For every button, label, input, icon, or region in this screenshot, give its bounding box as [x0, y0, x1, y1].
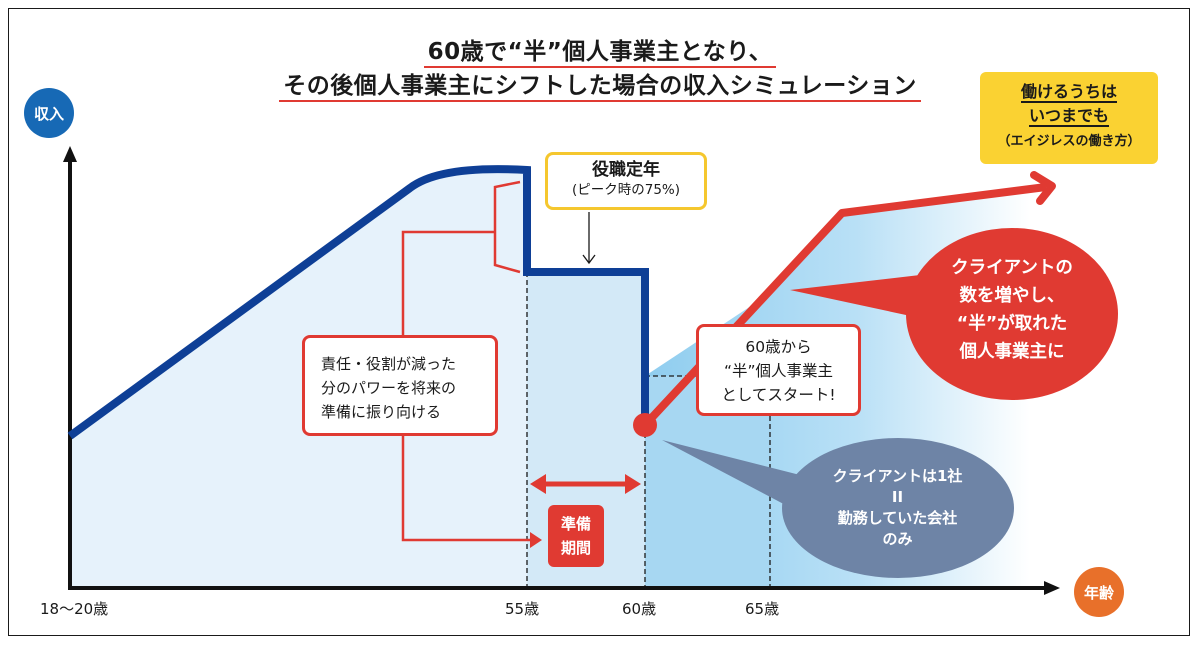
title-line-2: その後個人事業主にシフトした場合の収入シミュレーション: [0, 66, 1200, 102]
tick-65: 65歳: [745, 600, 780, 618]
one-client-text: クライアントは1社 II 勤務していた会社 のみ: [832, 467, 963, 548]
one-client-bubble: [782, 438, 1014, 578]
arrow-to-prep-icon: [530, 532, 542, 548]
start-point-dot: [633, 413, 657, 437]
prep-right-arrowhead-icon: [625, 474, 641, 494]
clients-grow-bubble: [906, 228, 1118, 400]
freelance-arrowhead-icon: [1030, 171, 1056, 205]
start-at-60-callout: 60歳から “半”個人事業主 としてスタート!: [696, 324, 861, 416]
y-axis-label-badge: 収入: [24, 88, 74, 138]
x-axis-arrow-icon: [1044, 581, 1060, 595]
x-axis-label-badge: 年齢: [1074, 567, 1124, 617]
prep-left-arrowhead-icon: [530, 474, 546, 494]
y-axis-arrow-icon: [63, 146, 77, 162]
tick-60: 60歳: [622, 600, 657, 618]
title-line-1: 60歳で“半”個人事業主となり、: [0, 32, 1200, 68]
clients-grow-text: クライアントの 数を増やし、 “半”が取れた 個人事業主に: [951, 258, 1073, 362]
salary-line: [67, 165, 649, 440]
responsibility-callout: 責任・役割が減った 分のパワーを将来の 準備に振り向ける: [302, 335, 498, 436]
ageless-callout: 働けるうちは いつまでも （エイジレスの働き方）: [980, 72, 1158, 164]
tick-18-20: 18〜20歳: [40, 600, 109, 618]
prep-period-label: 準備 期間: [548, 505, 604, 567]
retirement-callout: 役職定年 (ピーク時の75%): [545, 152, 707, 210]
tick-55: 55歳: [505, 600, 540, 618]
